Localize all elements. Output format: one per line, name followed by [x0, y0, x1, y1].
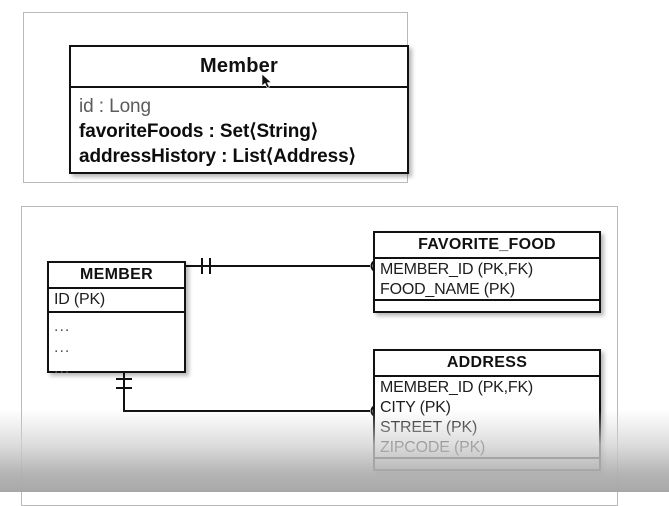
erd-column-row: STREET (PK) — [380, 419, 478, 436]
relationship-member-favorite-food — [186, 256, 400, 276]
erd-other-columns: ... ... ... — [49, 311, 184, 377]
erd-key-columns: ID (PK) — [49, 287, 184, 311]
erd-diagram-panel: MEMBER ID (PK) ... ... ... FAVORITE_FOOD… — [21, 206, 618, 506]
erd-column-row: ID (PK) — [54, 291, 106, 308]
erd-column-row: ... — [54, 360, 71, 377]
uml-diagram-panel: Member id : Long favoriteFoods : Set⟨Str… — [23, 12, 409, 183]
erd-key-columns: MEMBER_ID (PK,FK) FOOD_NAME (PK) — [375, 257, 599, 299]
erd-table-address[interactable]: ADDRESS MEMBER_ID (PK,FK) CITY (PK) STRE… — [373, 349, 601, 471]
uml-class-member[interactable]: Member id : Long favoriteFoods : Set⟨Str… — [69, 45, 409, 174]
erd-key-columns: MEMBER_ID (PK,FK) CITY (PK) STREET (PK) … — [375, 375, 599, 457]
uml-class-attributes: id : Long favoriteFoods : Set⟨String⟩ ad… — [71, 86, 407, 172]
erd-table-title: FAVORITE_FOOD — [418, 236, 556, 253]
erd-table-member[interactable]: MEMBER ID (PK) ... ... ... — [47, 261, 186, 377]
erd-other-columns — [375, 457, 599, 473]
erd-other-columns — [375, 299, 599, 315]
uml-attribute-row: addressHistory : List⟨Address⟩ — [79, 146, 356, 167]
erd-table-title: MEMBER — [80, 266, 153, 283]
erd-column-row: MEMBER_ID (PK,FK) — [380, 261, 534, 278]
uml-class-title: Member — [200, 55, 278, 77]
erd-column-row: MEMBER_ID (PK,FK) — [380, 379, 534, 396]
erd-table-title: ADDRESS — [446, 354, 528, 371]
erd-column-row: ... — [54, 318, 71, 335]
erd-column-row: FOOD_NAME (PK) — [380, 281, 515, 298]
uml-attribute-row: favoriteFoods : Set⟨String⟩ — [79, 121, 319, 142]
erd-column-row: ZIPCODE (PK) — [380, 439, 486, 456]
erd-column-row: ... — [54, 339, 71, 356]
mouse-cursor-icon — [262, 74, 272, 89]
erd-column-row: CITY (PK) — [380, 399, 451, 416]
uml-attribute-row: id : Long — [79, 96, 151, 117]
erd-table-favorite-food[interactable]: FAVORITE_FOOD MEMBER_ID (PK,FK) FOOD_NAM… — [373, 231, 601, 313]
